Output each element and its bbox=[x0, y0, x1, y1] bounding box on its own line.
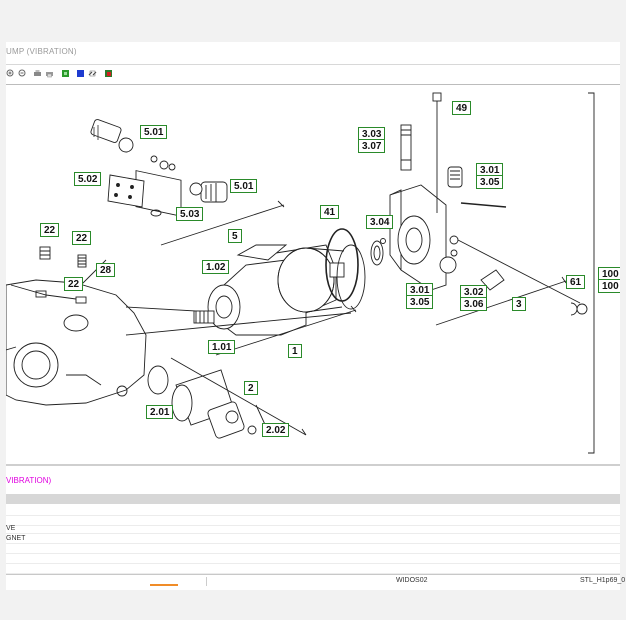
print-preview-icon[interactable] bbox=[45, 69, 54, 78]
zoom-out-icon[interactable] bbox=[18, 69, 27, 78]
parts-list-header bbox=[6, 494, 620, 504]
callout-1-01[interactable]: 1.01 bbox=[208, 340, 236, 354]
callout-1-02[interactable]: 1.02 bbox=[202, 260, 230, 274]
zoom-in-icon[interactable] bbox=[6, 69, 15, 78]
green-flag-icon[interactable] bbox=[61, 69, 70, 78]
callout-2[interactable]: 2 bbox=[244, 381, 258, 395]
link-icon[interactable] bbox=[88, 69, 97, 78]
plug-screws bbox=[39, 246, 87, 268]
callout-3-06[interactable]: 3.06 bbox=[460, 297, 488, 311]
charge-pump-assembly bbox=[125, 244, 366, 356]
callout-3-01-lower[interactable]: 3.01 bbox=[406, 283, 434, 297]
window-frame-top bbox=[0, 0, 626, 42]
table-row[interactable]: GNET bbox=[6, 534, 620, 544]
progress-indicator bbox=[150, 584, 178, 586]
callout-22[interactable]: 22 bbox=[40, 223, 60, 237]
window-frame-bottom bbox=[0, 590, 626, 620]
print-icon[interactable] bbox=[33, 69, 42, 78]
callout-5-02[interactable]: 5.02 bbox=[74, 172, 102, 186]
table-row[interactable]: VE bbox=[6, 524, 620, 534]
callout-3-07[interactable]: 3.07 bbox=[358, 139, 386, 153]
window-title: UMP (VIBRATION) bbox=[6, 47, 77, 56]
parts-list-title: VIBRATION) bbox=[6, 476, 52, 485]
callout-49[interactable]: 49 bbox=[452, 101, 472, 115]
callout-5-01-lower[interactable]: 5.01 bbox=[230, 179, 258, 193]
status-bar: WIDOS02 STL_H1p69_0 bbox=[6, 574, 625, 587]
callout-2-01[interactable]: 2.01 bbox=[146, 405, 174, 419]
toolbar bbox=[6, 66, 620, 85]
table-row[interactable] bbox=[6, 506, 620, 516]
callout-5[interactable]: 5 bbox=[228, 229, 242, 243]
window-frame-right bbox=[620, 0, 626, 620]
callout-61[interactable]: 61 bbox=[566, 275, 586, 289]
table-row[interactable] bbox=[6, 564, 620, 574]
callout-5-03[interactable]: 5.03 bbox=[176, 207, 204, 221]
callout-2-02[interactable]: 2.02 bbox=[262, 423, 290, 437]
callout-3[interactable]: 3 bbox=[512, 297, 526, 311]
status-field-right: STL_H1p69_0 bbox=[580, 577, 626, 584]
callout-3-05[interactable]: 3.05 bbox=[476, 175, 504, 189]
endcap-valve-block bbox=[370, 92, 588, 326]
pump-drawing bbox=[6, 92, 595, 454]
o-ring bbox=[325, 228, 359, 302]
table-row[interactable] bbox=[6, 544, 620, 554]
callout-22-second[interactable]: 22 bbox=[72, 231, 92, 245]
solenoid-valve bbox=[90, 119, 285, 246]
title-bar: UMP (VIBRATION) bbox=[6, 42, 620, 65]
callout-3-04[interactable]: 3.04 bbox=[366, 215, 394, 229]
callout-5-01[interactable]: 5.01 bbox=[140, 125, 168, 139]
callout-3-05-lower[interactable]: 3.05 bbox=[406, 295, 434, 309]
red-tool-icon[interactable] bbox=[104, 69, 113, 78]
callout-1[interactable]: 1 bbox=[288, 344, 302, 358]
callout-28[interactable]: 28 bbox=[96, 263, 116, 277]
blue-square-icon[interactable] bbox=[76, 69, 85, 78]
window-frame-left bbox=[0, 0, 6, 620]
callout-41[interactable]: 41 bbox=[320, 205, 340, 219]
status-field-center: WIDOS02 bbox=[396, 577, 428, 584]
table-row[interactable] bbox=[6, 516, 620, 526]
table-row[interactable] bbox=[6, 554, 620, 564]
panel-splitter[interactable] bbox=[6, 464, 620, 466]
exploded-parts-diagram: 5.01 5.02 5.03 5.01 5 3.03 3.07 49 3.01 … bbox=[6, 85, 620, 463]
filter-element bbox=[147, 357, 307, 439]
callout-22-third[interactable]: 22 bbox=[64, 277, 84, 291]
parts-list-panel: VIBRATION) VE GNET bbox=[6, 466, 620, 586]
group-bracket bbox=[588, 92, 595, 454]
callout-100-second[interactable]: 100 bbox=[598, 279, 620, 293]
status-field-left bbox=[6, 577, 207, 586]
